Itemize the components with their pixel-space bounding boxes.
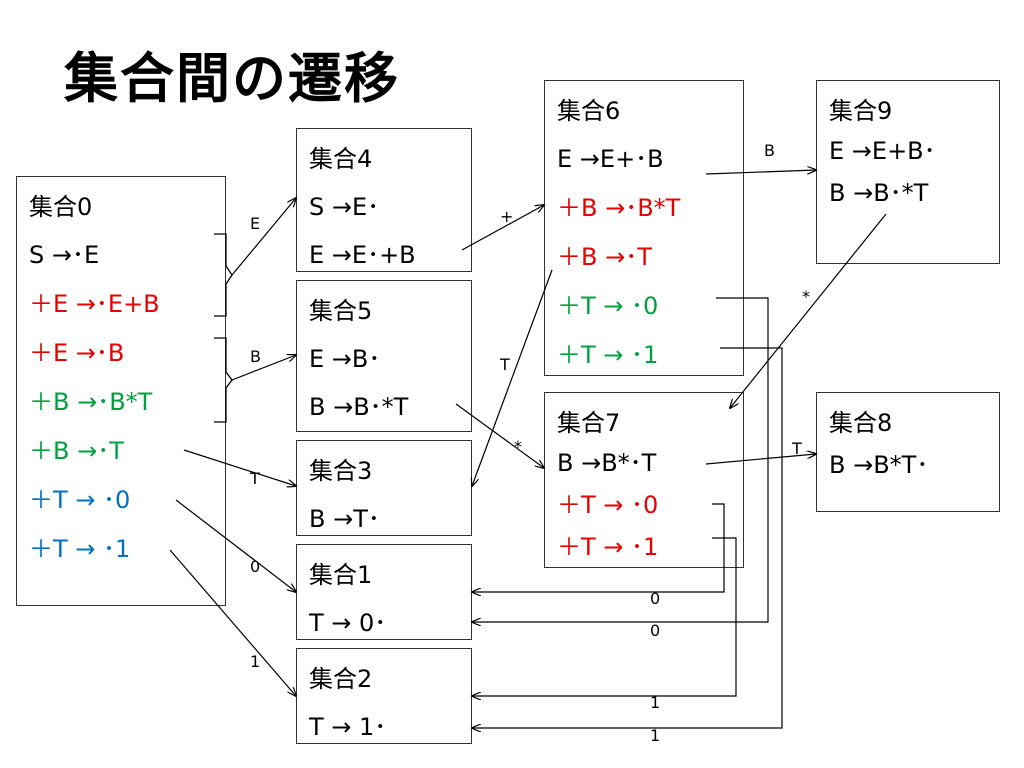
set-7-item: ＋T → ･0: [557, 491, 659, 519]
arrow-set7-to-set2: [472, 537, 737, 696]
arrow-set6-to-set2: [472, 347, 783, 728]
set-0-box: 集合0 S →･E ＋E →･E+B ＋E →･B ＋B →･B*T ＋B →･…: [16, 176, 226, 606]
label-set9-set7: *: [802, 287, 810, 306]
brace-icon: [214, 233, 233, 317]
arrow-set7-to-set8: [705, 454, 816, 465]
set-5-box: 集合5 E →B･ B →B･*T: [296, 280, 472, 432]
set-6-item: E →E+･B: [557, 145, 664, 173]
label-set6-set1: 0: [650, 621, 660, 640]
label-set7-set2: 1: [650, 693, 660, 712]
set-5-item: E →B･: [309, 345, 381, 373]
label-set0-set1: 0: [250, 557, 260, 576]
set-6-item: ＋T → ･0: [557, 292, 659, 320]
set-3-box: 集合3 B →T･: [296, 440, 472, 536]
label-set6-set9: B: [764, 141, 775, 160]
label-set6-set3: T: [499, 355, 510, 374]
arrow-set6-to-set3: [472, 269, 553, 486]
set-1-name: 集合1: [309, 561, 373, 589]
set-0-item: ＋B →･B*T: [29, 388, 153, 416]
label-set0-set4: E: [250, 214, 260, 233]
arrow-set5-to-set7: [455, 403, 544, 468]
label-set0-set2: 1: [250, 652, 260, 671]
brace-icon: [214, 337, 233, 423]
set-8-name: 集合8: [829, 409, 893, 437]
set-0-item: ＋E →･E+B: [29, 290, 160, 318]
set-1-item: T → 0･: [309, 609, 387, 637]
label-set0-set3: T: [249, 469, 260, 488]
set-0-name: 集合0: [29, 193, 93, 221]
set-7-item: ＋T → ･1: [557, 533, 659, 561]
set-2-name: 集合2: [309, 665, 373, 693]
set-4-item: E →E･+B: [309, 241, 416, 269]
set-5-name: 集合5: [309, 297, 373, 325]
set-0-item: ＋B →･T: [29, 437, 124, 465]
label-set6-set2: 1: [650, 726, 660, 745]
set-1-box: 集合1 T → 0･: [296, 544, 472, 640]
label-set7-set8: T: [791, 439, 802, 458]
set-9-box: 集合9 E →E+B･ B →B･*T: [816, 80, 1000, 264]
arrow-set0-to-set5: [231, 355, 296, 381]
label-set4-set6: +: [500, 207, 513, 226]
set-5-item: B →B･*T: [309, 393, 409, 421]
set-7-name: 集合7: [557, 409, 621, 437]
set-6-item: ＋B →･B*T: [557, 194, 681, 222]
set-9-item: B →B･*T: [829, 179, 929, 207]
set-8-item: B →B*T･: [829, 451, 929, 479]
set-3-item: B →T･: [309, 505, 380, 533]
set-8-box: 集合8 B →B*T･: [816, 392, 1000, 512]
arrow-set6-to-set9: [705, 170, 816, 175]
set-0-item: ＋E →･B: [29, 339, 125, 367]
set-6-box: 集合6 E →E+･B ＋B →･B*T ＋B →･T ＋T → ･0 ＋T →…: [544, 80, 744, 376]
set-4-name: 集合4: [309, 145, 373, 173]
slide-title: 集合間の遷移: [64, 47, 400, 110]
arrow-set0-to-set1: [175, 499, 296, 592]
set-4-item: S →E･: [309, 193, 380, 221]
label-set7-set1: 0: [650, 589, 660, 608]
label-set0-set5: B: [250, 347, 261, 366]
arrow-set0-to-set4: [231, 198, 296, 276]
arrow-set4-to-set6: [461, 205, 544, 251]
set-4-box: 集合4 S →E･ E →E･+B: [296, 128, 472, 272]
arrow-set6-to-set1: [472, 297, 769, 622]
set-7-box: 集合7 B →B*･T ＋T → ･0 ＋T → ･1: [544, 392, 744, 568]
set-9-name: 集合9: [829, 97, 893, 125]
arrow-set0-to-set2: [169, 549, 296, 696]
set-0-item: ＋T → ･0: [29, 486, 131, 514]
set-0-item: S →･E: [29, 241, 100, 269]
set-6-item: ＋T → ･1: [557, 341, 659, 369]
arrow-set9-to-set7: [730, 213, 887, 408]
set-6-name: 集合6: [557, 97, 621, 125]
set-2-box: 集合2 T → 1･: [296, 648, 472, 744]
set-9-item: E →E+B･: [829, 137, 936, 165]
set-2-item: T → 1･: [309, 713, 387, 741]
set-3-name: 集合3: [309, 457, 373, 485]
set-7-item: B →B*･T: [557, 449, 657, 477]
arrow-set0-to-set3: [183, 449, 296, 486]
set-0-item: ＋T → ･1: [29, 535, 131, 563]
label-set5-set7: *: [514, 437, 522, 456]
arrow-set7-to-set1: [472, 503, 725, 592]
set-6-item: ＋B →･T: [557, 243, 652, 271]
